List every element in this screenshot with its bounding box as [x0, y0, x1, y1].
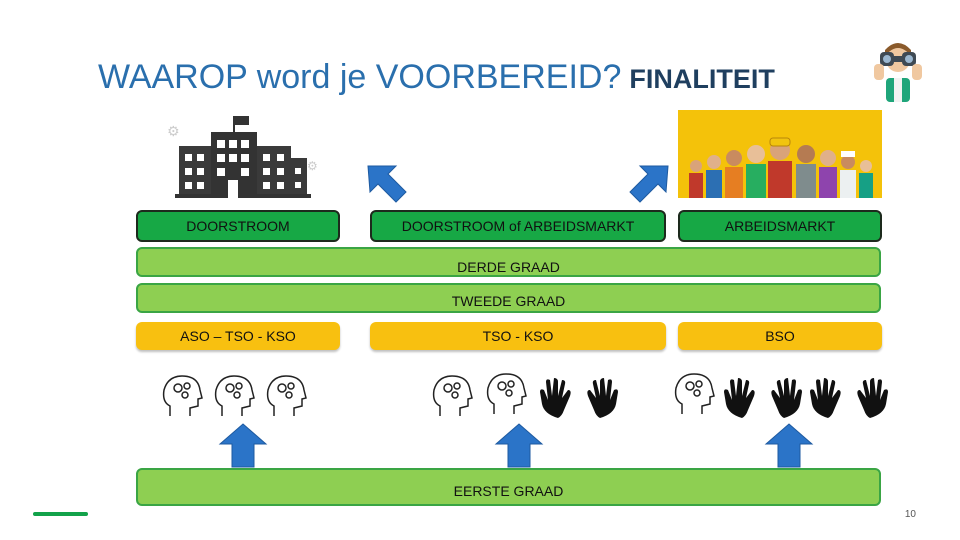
arrow-up-icon [218, 422, 268, 473]
box-doorstroom: DOORSTROOM [136, 210, 340, 242]
stream-tso-kso: TSO - KSO [370, 322, 666, 350]
bar-derde-graad-label: DERDE GRAAD [449, 259, 568, 275]
bar-tweede-graad-label: TWEEDE GRAAD [443, 293, 574, 309]
head-gears-icon [430, 372, 474, 423]
stream-bso: BSO [678, 322, 882, 350]
arrow-up-icon [764, 422, 814, 473]
workers-image [678, 110, 882, 198]
stream-aso-tso-kso-label: ASO – TSO - KSO [180, 328, 296, 344]
box-doorstroom-label: DOORSTROOM [186, 218, 290, 234]
title-main: WAAROP word je VOORBEREID? [98, 58, 622, 96]
hands-icon [538, 378, 620, 423]
stream-tso-kso-label: TSO - KSO [482, 328, 554, 344]
head-gears-icon [672, 370, 716, 421]
stream-bso-label: BSO [765, 328, 795, 344]
head-gears-icon [160, 372, 204, 423]
page-number: 10 [904, 509, 916, 520]
box-doorstroom-of-arbeidsmarkt-label: DOORSTROOM of ARBEIDSMARKT [401, 218, 635, 234]
slide-title: WAAROP word je VOORBEREID?FINALITEIT [98, 58, 775, 97]
arrow-up-right-icon [626, 162, 670, 206]
footer-accent-line [33, 512, 88, 516]
bar-tweede-graad: TWEEDE GRAAD [136, 283, 881, 313]
bar-derde-graad: DERDE GRAAD [136, 247, 881, 277]
school-building-icon: ⚙ ⚙ [165, 110, 325, 200]
binoculars-person-icon [872, 34, 924, 104]
svg-text:⚙: ⚙ [307, 159, 318, 173]
hands-icon [722, 378, 804, 423]
bar-eerste-graad-label: EERSTE GRAAD [445, 483, 572, 499]
title-finaliteit: FINALITEIT [629, 64, 775, 94]
bar-eerste-graad: EERSTE GRAAD [136, 468, 881, 506]
head-gears-icon [212, 372, 256, 423]
box-arbeidsmarkt-label: ARBEIDSMARKT [724, 218, 836, 234]
arrow-up-left-icon [366, 162, 410, 206]
head-gears-icon [264, 372, 308, 423]
box-arbeidsmarkt: ARBEIDSMARKT [678, 210, 882, 242]
stream-aso-tso-kso: ASO – TSO - KSO [136, 322, 340, 350]
head-gears-icon [484, 370, 528, 421]
svg-text:⚙: ⚙ [167, 124, 180, 140]
box-doorstroom-of-arbeidsmarkt: DOORSTROOM of ARBEIDSMARKT [370, 210, 666, 242]
hands-icon [808, 378, 890, 423]
arrow-up-icon [494, 422, 544, 473]
